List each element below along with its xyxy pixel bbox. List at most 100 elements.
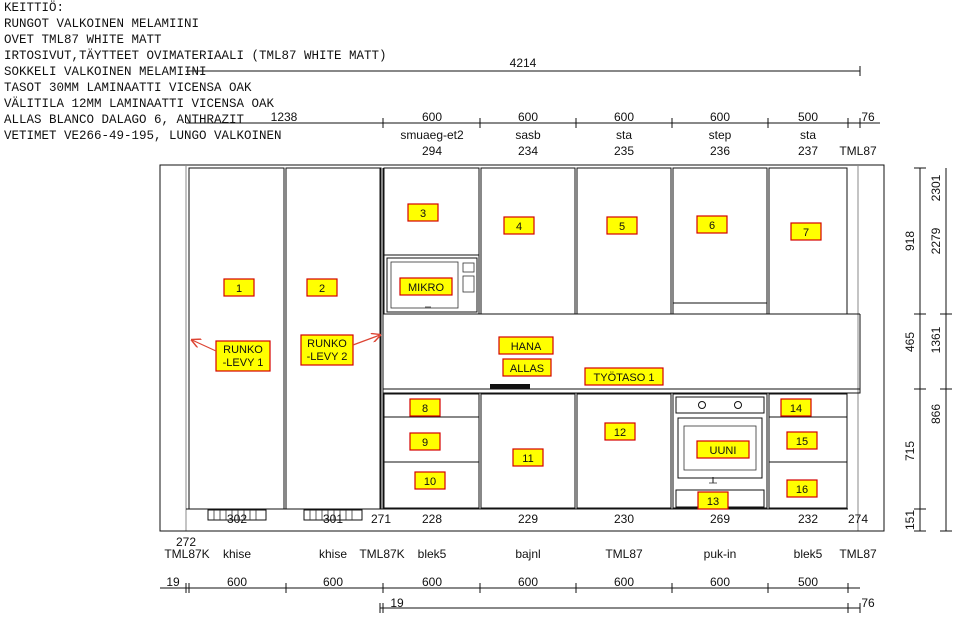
label-6: 6 bbox=[709, 220, 715, 232]
bottom-number: 274 bbox=[848, 512, 868, 526]
bottom-width: 19 bbox=[166, 575, 180, 589]
bottom-extra: 76 bbox=[861, 596, 875, 610]
top-code: smuaeg-et2 bbox=[400, 128, 464, 142]
microwave bbox=[386, 257, 478, 313]
top-number: 294 bbox=[422, 144, 442, 158]
label-mikro: MIKRO bbox=[408, 282, 445, 294]
bottom-width: 600 bbox=[710, 575, 730, 589]
bottom-code: blek5 bbox=[418, 547, 447, 561]
label-5: 5 bbox=[619, 221, 625, 233]
bottom-number: 228 bbox=[422, 512, 442, 526]
arrow-right-icon bbox=[352, 335, 380, 346]
label-13: 13 bbox=[707, 496, 719, 508]
label-1: 1 bbox=[236, 283, 242, 295]
label-9: 9 bbox=[422, 437, 428, 449]
wall-cabinet-5 bbox=[576, 167, 672, 315]
top-code: sasb bbox=[515, 128, 541, 142]
label-allas: ALLAS bbox=[510, 363, 544, 375]
top-width: 600 bbox=[710, 110, 730, 124]
label-10: 10 bbox=[424, 476, 436, 488]
label-uuni: UUNI bbox=[710, 445, 737, 457]
bottom-code: TML87 bbox=[839, 547, 877, 561]
dim-vertical: 866 bbox=[929, 404, 943, 424]
bottom-code: blek5 bbox=[794, 547, 823, 561]
right-dimensions: 918 2279 2301 465 1361 866 715 151 bbox=[903, 167, 952, 532]
note-line: OVET TML87 WHITE MATT bbox=[4, 33, 162, 47]
bottom-code: TML87 bbox=[605, 547, 643, 561]
note-line: RUNGOT VALKOINEN MELAMIINI bbox=[4, 17, 200, 31]
top-code: step bbox=[709, 128, 732, 142]
label-tyotaso: TYÖTASO 1 bbox=[594, 372, 655, 384]
label-hana: HANA bbox=[511, 341, 542, 353]
bottom-width: 600 bbox=[518, 575, 538, 589]
top-code: TML87 bbox=[839, 144, 877, 158]
top-number: 234 bbox=[518, 144, 538, 158]
worktop bbox=[382, 388, 861, 394]
label-11: 11 bbox=[522, 453, 533, 465]
label-3: 3 bbox=[420, 208, 426, 220]
dim-vertical: 465 bbox=[903, 332, 917, 352]
material-notes: KEITTIÖ: RUNGOT VALKOINEN MELAMIINI OVET… bbox=[4, 0, 387, 144]
base-cabinet-12 bbox=[576, 393, 672, 509]
bottom-code: TML87K bbox=[164, 547, 209, 561]
top-width: 600 bbox=[614, 110, 634, 124]
cabinet-labels: 1 2 3 4 5 6 7 MIKRO HANA ALLAS TYÖTASO 1… bbox=[192, 203, 822, 510]
bottom-code: khise bbox=[223, 547, 251, 561]
oven-door bbox=[677, 417, 763, 479]
label-runko2-line2: -LEVY 2 bbox=[307, 351, 348, 363]
bottom-width: 500 bbox=[798, 575, 818, 589]
bottom-number: 271 bbox=[371, 512, 391, 526]
bottom-number: 269 bbox=[710, 512, 730, 526]
top-number: 236 bbox=[710, 144, 730, 158]
note-line: TASOT 30MM LAMINAATTI VICENSA OAK bbox=[4, 81, 252, 95]
bottom-code: bajnl bbox=[515, 547, 540, 561]
bottom-number: 230 bbox=[614, 512, 634, 526]
label-15: 15 bbox=[796, 436, 808, 448]
top-width: 600 bbox=[518, 110, 538, 124]
label-runko1-line2: -LEVY 1 bbox=[223, 357, 264, 369]
bottom-dimensions: 272 302 301 271 228 229 230 269 232 274 … bbox=[160, 512, 877, 613]
top-number: 235 bbox=[614, 144, 634, 158]
top-width: 500 bbox=[798, 110, 818, 124]
top-number: 237 bbox=[798, 144, 818, 158]
label-runko2-line1: RUNKO bbox=[307, 338, 347, 350]
arrow-left-icon bbox=[192, 340, 217, 352]
dim-vertical: 2301 bbox=[929, 174, 943, 201]
top-dimensions: 4214 1238 600 600 600 600 500 76 smuaeg-… bbox=[186, 56, 880, 158]
note-line: VETIMET VE266-49-195, LUNGO VALKOINEN bbox=[4, 129, 282, 143]
note-line: SOKKELI VALKOINEN MELAMIINI bbox=[4, 65, 207, 79]
tall-cabinet-1 bbox=[188, 167, 285, 510]
bottom-number: 229 bbox=[518, 512, 538, 526]
note-line: ALLAS BLANCO DALAGO 6, ANTHRAZIT bbox=[4, 113, 245, 127]
wall-cabinet-6 bbox=[672, 167, 768, 315]
bottom-width: 600 bbox=[323, 575, 343, 589]
top-code: sta bbox=[616, 128, 632, 142]
note-line: VÄLITILA 12MM LAMINAATTI VICENSA OAK bbox=[4, 97, 275, 111]
bottom-code: puk-in bbox=[704, 547, 737, 561]
label-12: 12 bbox=[614, 427, 626, 439]
left-run-width: 1238 bbox=[271, 110, 298, 124]
label-4: 4 bbox=[516, 221, 522, 233]
bottom-number: 302 bbox=[227, 512, 247, 526]
label-runko1-line1: RUNKO bbox=[223, 344, 263, 356]
label-14: 14 bbox=[790, 403, 802, 415]
dim-vertical: 151 bbox=[903, 510, 917, 530]
oven-control-panel bbox=[675, 396, 765, 414]
base-drawers-8-10 bbox=[383, 393, 480, 509]
wall-cabinet-4 bbox=[480, 167, 576, 315]
base-drawers-14-16 bbox=[768, 393, 848, 509]
bottom-width: 600 bbox=[227, 575, 247, 589]
note-line: KEITTIÖ: bbox=[4, 1, 65, 15]
dim-vertical: 1361 bbox=[929, 326, 943, 353]
label-7: 7 bbox=[803, 227, 809, 239]
top-code: sta bbox=[800, 128, 816, 142]
overall-width: 4214 bbox=[510, 56, 537, 70]
wall-cabinet-7 bbox=[768, 167, 848, 315]
sink-faucet bbox=[490, 384, 530, 389]
plinth-vent bbox=[303, 509, 363, 521]
top-width: 76 bbox=[861, 110, 875, 124]
plinth-vent bbox=[207, 509, 267, 521]
bottom-number: 232 bbox=[798, 512, 818, 526]
dim-vertical: 2279 bbox=[929, 227, 943, 254]
